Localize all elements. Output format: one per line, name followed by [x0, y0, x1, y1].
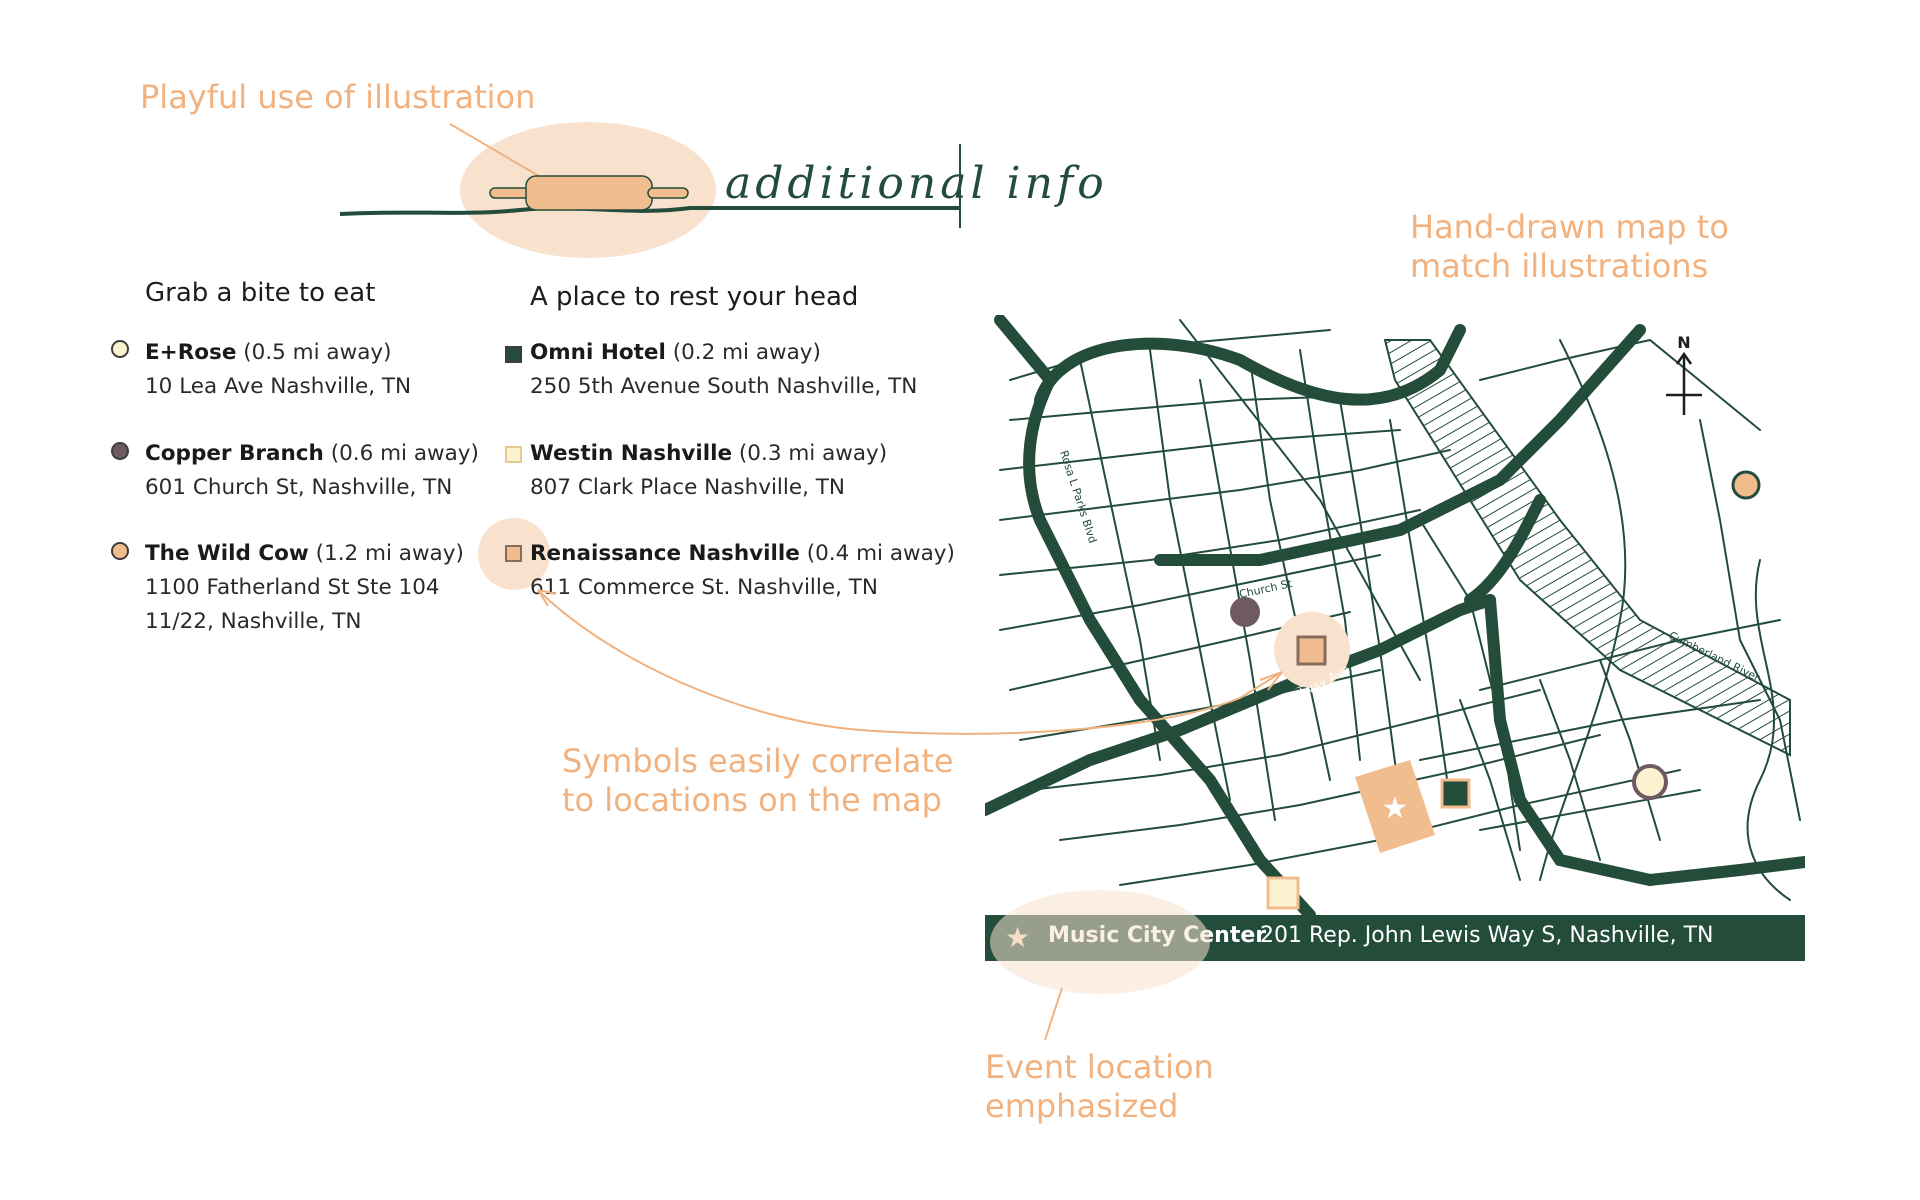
light-circle-marker [111, 340, 129, 358]
map-copper-branch-marker [1230, 597, 1260, 627]
map-wild-cow-marker [1731, 470, 1761, 500]
event-name: Music City Center [1048, 923, 1267, 948]
event-address: 201 Rep. John Lewis Way S, Nashville, TN [1260, 923, 1714, 948]
lodging-item-omni: Omni Hotel (0.2 mi away) 250 5th Avenue … [530, 340, 918, 399]
cream-square-marker [505, 446, 522, 463]
map-omni-marker [1440, 778, 1471, 809]
north-label: N [1677, 333, 1690, 352]
peach-circle-marker [111, 542, 129, 560]
map-erose-marker [1632, 764, 1668, 800]
map-westin-marker [1266, 876, 1300, 910]
star-icon: ★ [1382, 792, 1409, 825]
lodging-item-renaissance: Renaissance Nashville (0.4 mi away) 611 … [530, 541, 955, 600]
food-item-erose: E+Rose (0.5 mi away) 10 Lea Ave Nashvill… [145, 340, 412, 399]
lodging-heading: A place to rest your head [530, 282, 859, 312]
annotation-event: Event location emphasized [985, 1048, 1214, 1125]
rolling-pin-icon [489, 175, 689, 211]
map-renaissance-marker [1296, 635, 1327, 666]
food-heading: Grab a bite to eat [145, 278, 376, 308]
music-city-center-area [1355, 760, 1435, 853]
header-illustration [339, 122, 961, 258]
street-label-rosa-parks: Rosa L Parks Blvd [1057, 449, 1099, 545]
mauve-circle-marker [111, 442, 129, 460]
green-square-marker [505, 346, 522, 363]
header-title: additional info [725, 158, 1108, 209]
annotation-symbols: Symbols easily correlate to locations on… [562, 742, 954, 819]
street-label-church: Church St [1238, 577, 1294, 601]
annotation-map: Hand-drawn map to match illustrations [1410, 208, 1729, 285]
food-item-copper-branch: Copper Branch (0.6 mi away) 601 Church S… [145, 441, 479, 500]
cumberland-river [1383, 339, 1791, 757]
event-banner: ★ Music City Center 201 Rep. John Lewis … [985, 915, 1805, 961]
lodging-item-westin: Westin Nashville (0.3 mi away) 807 Clark… [530, 441, 888, 500]
peach-square-marker [505, 545, 522, 562]
food-item-wild-cow: The Wild Cow (1.2 mi away) 1100 Fatherla… [145, 541, 464, 634]
north-arrow-icon [1666, 351, 1702, 415]
annotation-illustration: Playful use of illustration [140, 78, 536, 116]
event-star-icon: ★ [1005, 922, 1031, 953]
